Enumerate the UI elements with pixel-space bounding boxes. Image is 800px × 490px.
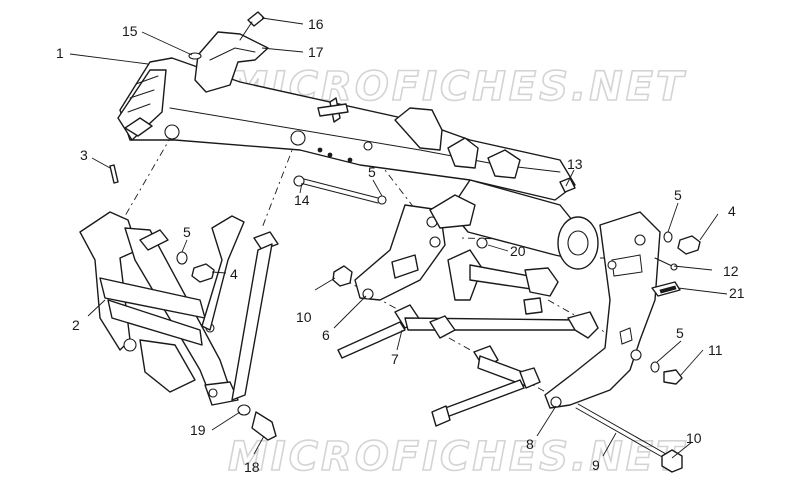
rear-plate-8 [544,211,661,409]
nut-10b [661,449,683,473]
callout-6: 6 [322,327,330,343]
callout-8: 8 [526,436,534,452]
watermark-bottom: MICROFICHES.NET [228,434,686,480]
callout-9: 9 [592,457,600,473]
callout-18: 18 [244,459,260,475]
plate-21 [651,281,681,297]
callout-5-upper-right: 5 [674,187,682,203]
callout-5-mid: 5 [368,164,376,180]
callout-4-front: 4 [230,266,238,282]
bolt-11 [663,369,683,385]
washer-5a [176,251,188,265]
washer-5d [650,361,660,373]
callout-20: 20 [510,243,526,259]
callout-10-left: 10 [296,309,312,325]
cover-plate-17 [194,31,269,93]
washer-5b [377,195,387,205]
pin-3 [109,164,119,184]
callout-7: 7 [391,351,399,367]
front-frame-2 [79,211,279,406]
washer-19 [237,404,251,416]
callout-4-rear: 4 [728,203,736,219]
washer-5c [663,231,673,243]
callout-13: 13 [567,156,583,172]
callout-5-front: 5 [183,224,191,240]
callout-2: 2 [72,317,80,333]
bolt-18 [251,411,277,441]
bolt-12 [654,257,678,271]
callout-17: 17 [308,44,324,60]
link-rod-7 [337,249,599,427]
callout-1: 1 [56,45,64,61]
callout-15: 15 [122,23,138,39]
callout-5-lower-right: 5 [676,325,684,341]
callout-3: 3 [80,147,88,163]
leader-lines [69,17,728,459]
callout-12: 12 [723,263,739,279]
bolt-4b [677,235,701,255]
long-bolt-9 [575,403,667,459]
callout-14: 14 [294,192,310,208]
callout-11: 11 [708,342,723,358]
washer-20 [476,237,488,249]
callout-16: 16 [308,16,324,32]
washer-15 [188,52,202,60]
pivot-housing-13 [429,177,599,270]
callout-10-right: 10 [686,430,702,446]
nut-10a [332,265,353,287]
bracket-6 [354,204,446,301]
main-frame [117,57,576,201]
callout-19: 19 [190,422,206,438]
callout-labels: 1 2 3 4 4 5 5 5 5 6 7 8 9 10 10 11 12 13… [56,16,745,475]
bolt-4a [191,263,215,283]
callout-21: 21 [729,285,745,301]
